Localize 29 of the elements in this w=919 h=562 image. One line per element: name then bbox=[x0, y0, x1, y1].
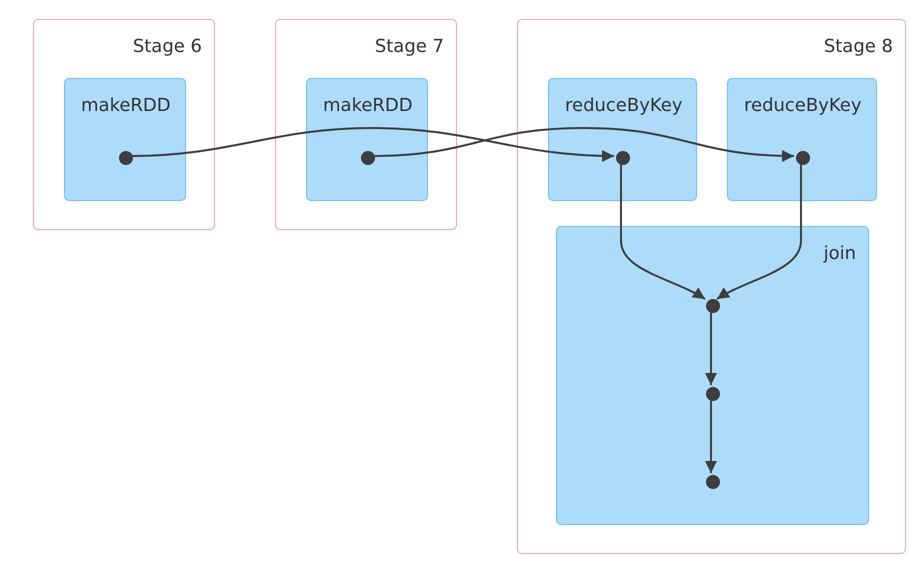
arrow bbox=[130, 127, 614, 162]
operation-title: reduceByKey bbox=[744, 95, 862, 116]
arrow bbox=[620, 163, 706, 300]
dot bbox=[706, 387, 720, 401]
operation-title: makeRDD bbox=[81, 95, 171, 116]
operation-box bbox=[727, 78, 877, 201]
dot bbox=[119, 151, 133, 165]
operation-box bbox=[548, 78, 697, 201]
dot bbox=[706, 299, 720, 313]
operation-title: makeRDD bbox=[323, 95, 413, 116]
operation-title: join bbox=[824, 243, 856, 264]
stage-title: Stage 6 bbox=[132, 36, 202, 57]
dot bbox=[616, 151, 630, 165]
dot bbox=[796, 151, 810, 165]
dot bbox=[706, 475, 720, 489]
operation-title: reduceByKey bbox=[565, 95, 683, 116]
operation-box bbox=[556, 226, 869, 525]
stage-box bbox=[275, 19, 457, 230]
arrow bbox=[705, 399, 717, 473]
stage-box bbox=[33, 19, 215, 230]
operation-box bbox=[64, 78, 186, 201]
arrow bbox=[705, 311, 717, 385]
operation-box bbox=[306, 78, 428, 201]
stage-title: Stage 8 bbox=[824, 36, 893, 57]
stage-box bbox=[517, 19, 906, 554]
arrow bbox=[372, 127, 794, 162]
dot bbox=[361, 151, 375, 165]
arrow bbox=[716, 163, 802, 300]
stage-title: Stage 7 bbox=[374, 36, 444, 57]
